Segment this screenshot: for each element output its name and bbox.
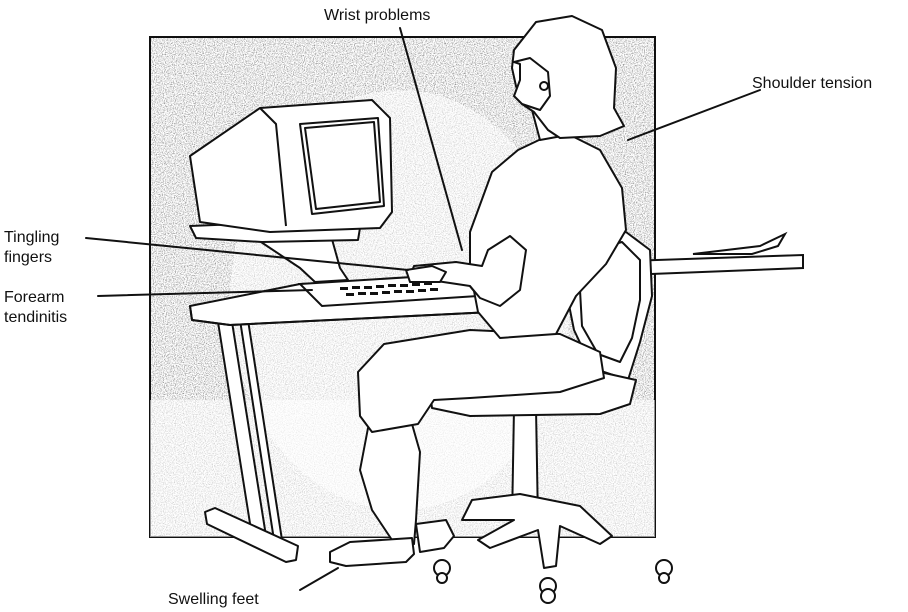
label-wrist-problems: Wrist problems <box>324 6 430 26</box>
label-text: Wrist problems <box>324 6 430 26</box>
ear <box>540 82 548 90</box>
label-text: Shoulder tension <box>752 74 872 94</box>
hand <box>406 266 446 282</box>
label-tingling-fingers: Tingling fingers <box>4 228 59 268</box>
monitor-screen <box>300 118 384 214</box>
label-text-line2: tendinitis <box>4 308 67 328</box>
feet-callout-line <box>300 568 338 590</box>
foot-right <box>416 520 454 552</box>
label-text: Swelling feet <box>168 590 259 610</box>
label-text-line1: Tingling <box>4 228 59 248</box>
foot-left <box>330 538 414 566</box>
label-swelling-feet: Swelling feet <box>168 590 259 610</box>
label-shoulder-tension: Shoulder tension <box>752 74 872 94</box>
label-text-line2: fingers <box>4 248 59 268</box>
label-forearm-tendinitis: Forearm tendinitis <box>4 288 67 328</box>
label-text-line1: Forearm <box>4 288 67 308</box>
paper-on-table <box>693 234 785 254</box>
